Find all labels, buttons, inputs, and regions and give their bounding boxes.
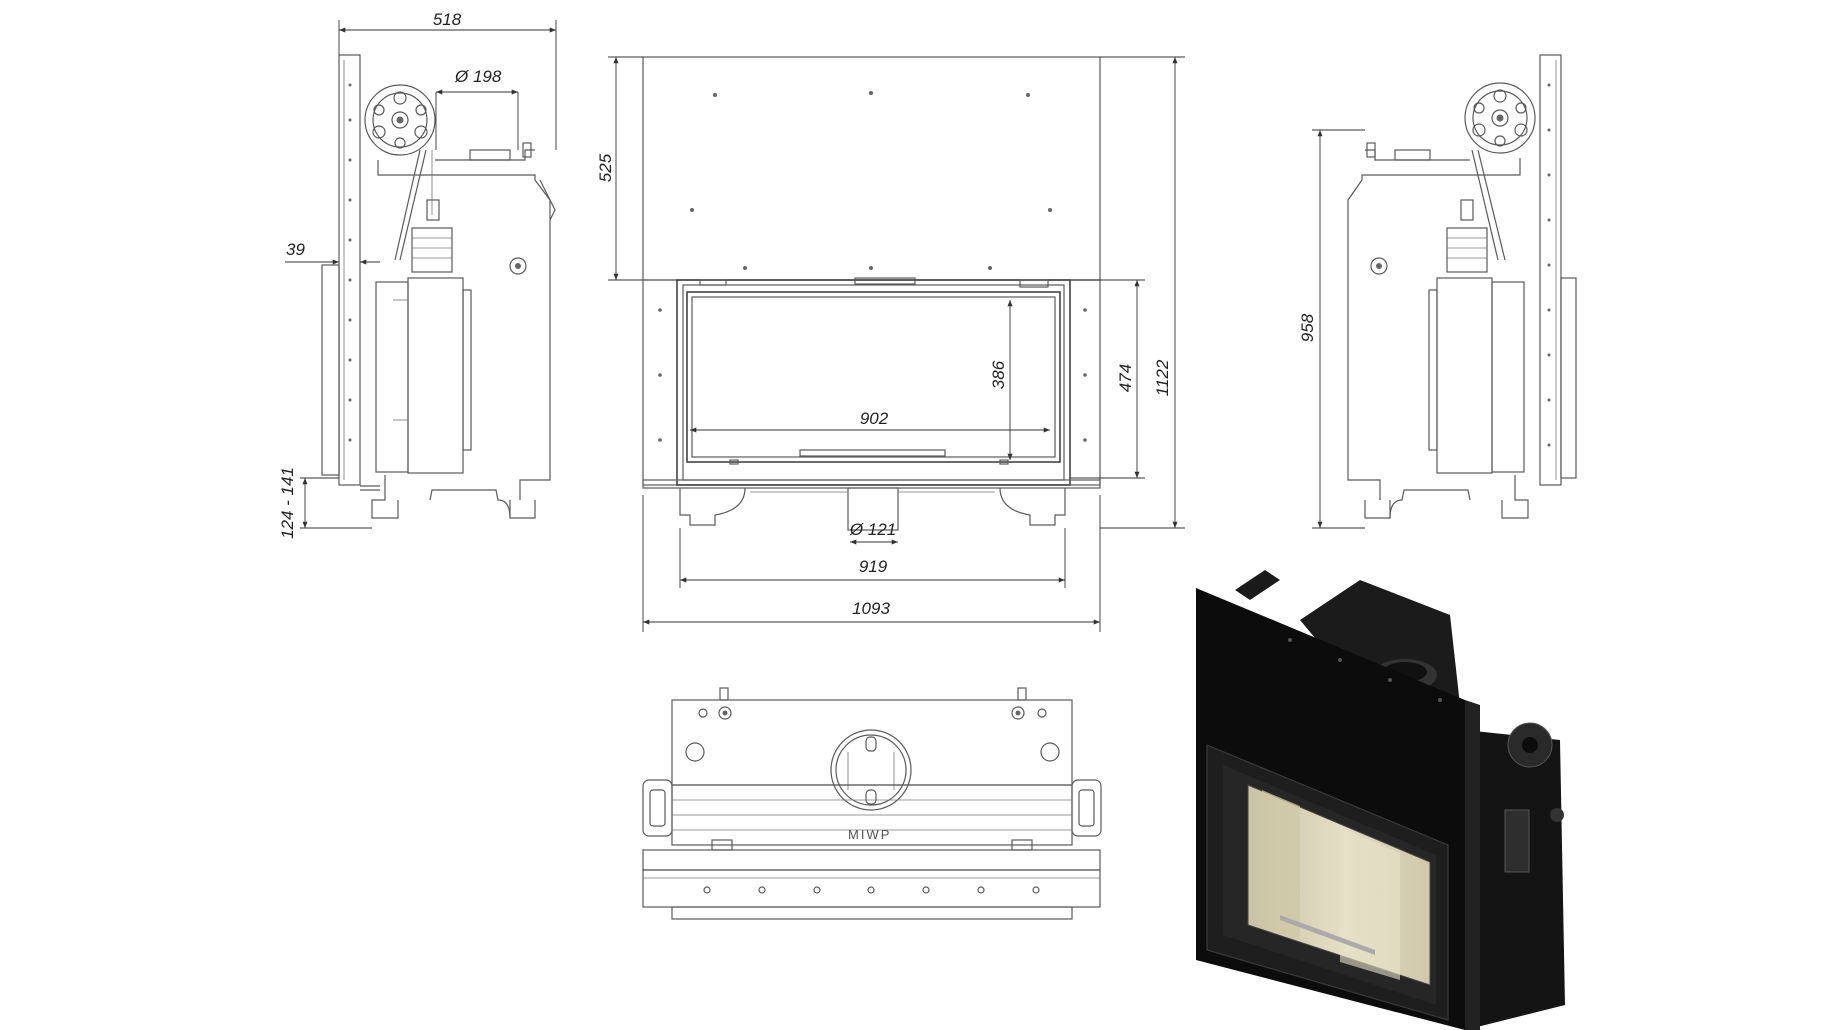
dim-total-width: 1093 <box>852 599 890 618</box>
left-side-view <box>321 54 556 519</box>
top-view: MIWP <box>642 687 1102 920</box>
dim-frame-offset: 39 <box>286 240 305 259</box>
dim-total-height-side: 958 <box>1298 313 1317 342</box>
left-side-dimensions <box>285 20 557 529</box>
counterweight-right <box>1446 199 1488 273</box>
dim-base-width: 919 <box>859 557 888 576</box>
dim-opening-height: 474 <box>1116 364 1135 392</box>
dim-intake-diameter: Ø 121 <box>849 520 896 539</box>
dim-outlet-diameter: Ø 198 <box>454 67 502 86</box>
frame-holes-left <box>348 83 352 442</box>
throttle-wheel-left <box>364 84 436 156</box>
brand-logo: MIWP <box>848 827 891 842</box>
front-view <box>642 56 1101 531</box>
right-side-dimensions <box>1312 129 1365 529</box>
throttle-wheel-right <box>1464 82 1536 154</box>
dimension-labels: 518 Ø 198 39 124 - 141 525 386 902 474 1… <box>278 10 1317 618</box>
frame-holes-right <box>1547 83 1551 447</box>
dim-leg-height: 124 - 141 <box>278 467 297 539</box>
frame-holes-top <box>703 886 1040 894</box>
flue-outlet-top <box>830 729 912 811</box>
dim-total-height-front: 1122 <box>1153 359 1172 396</box>
fireplace-3d-render <box>1196 570 1565 1030</box>
dim-glass-width: 902 <box>860 409 889 428</box>
dim-top-height: 525 <box>596 153 615 182</box>
dim-glass-height: 386 <box>989 360 1008 389</box>
right-side-view <box>1347 54 1577 519</box>
counterweight-left <box>411 199 453 273</box>
front-dimensions <box>608 56 1185 632</box>
dim-side-depth: 518 <box>433 10 462 29</box>
